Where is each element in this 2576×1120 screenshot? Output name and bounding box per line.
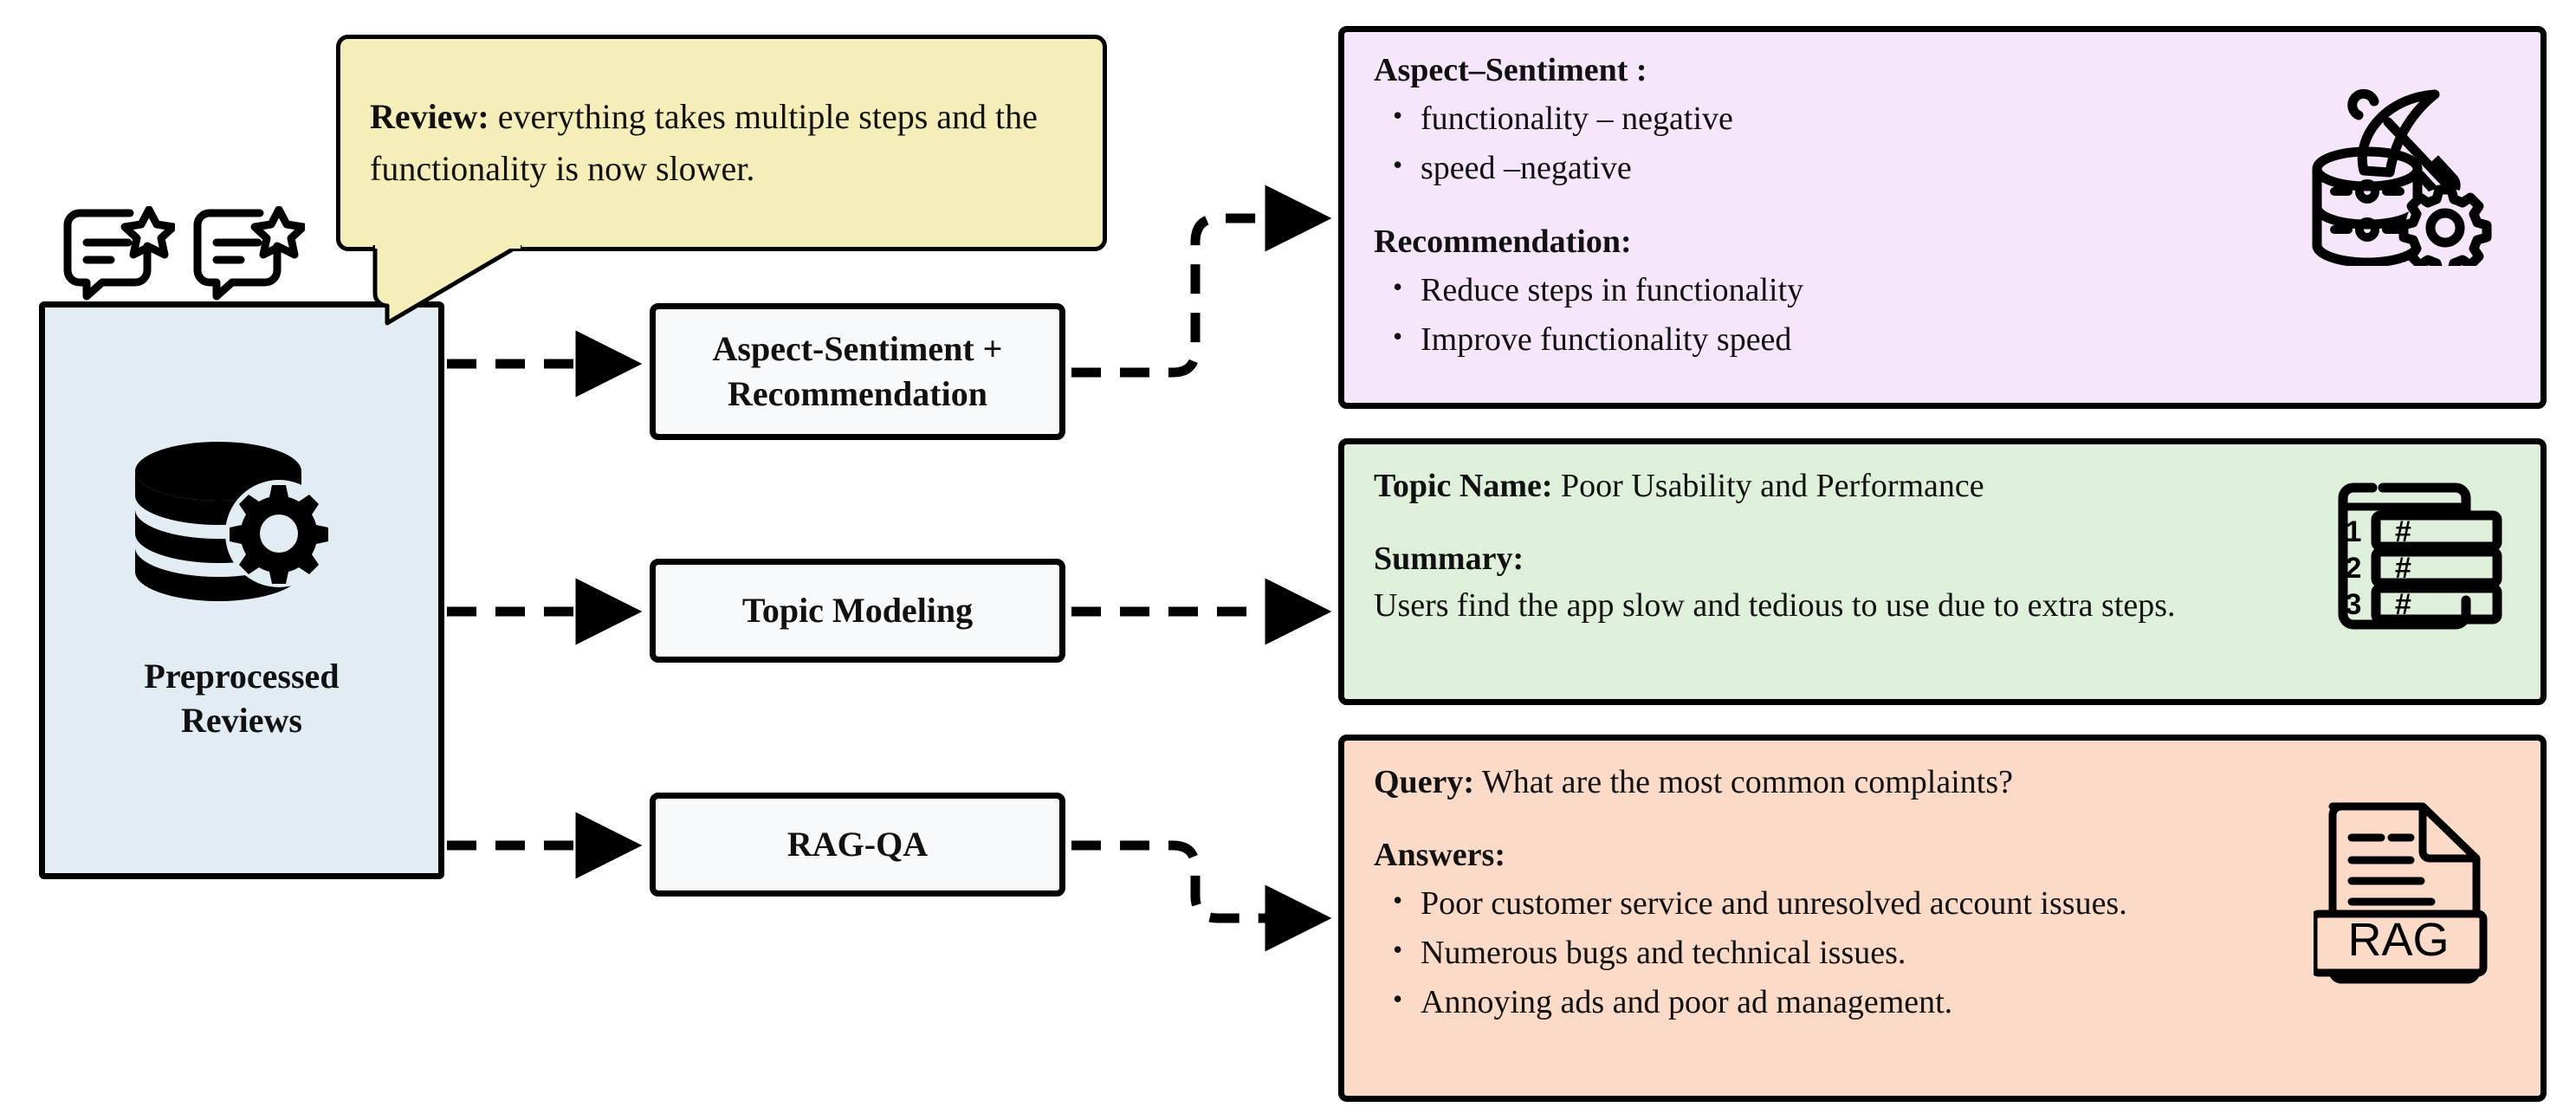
- output-panel-topic-modeling: Topic Name: Poor Usability and Performan…: [1338, 438, 2547, 705]
- review-bubble-body: Review: everything takes multiple steps …: [336, 35, 1107, 251]
- aspect-sentiment-list: functionality – negative speed –negative: [1386, 94, 2511, 193]
- review-bubble-text: Review: everything takes multiple steps …: [340, 91, 1103, 195]
- ranked-topic-list-icon: 1 2 3 # # #: [2338, 482, 2502, 630]
- review-speech-bubble: Review: everything takes multiple steps …: [336, 35, 1107, 326]
- review-star-bubble-icon: [63, 206, 175, 301]
- database-gear-icon: [135, 441, 333, 601]
- list-item: Annoying ads and poor ad management.: [1393, 978, 2511, 1027]
- recommendation-list: Reduce steps in functionality Improve fu…: [1386, 266, 2511, 365]
- process-label-line2: Recommendation: [728, 374, 987, 413]
- list-item: speed –negative: [1393, 144, 2511, 193]
- preprocessed-reviews-box[interactable]: Preprocessed Reviews: [39, 301, 444, 879]
- source-label-line2: Reviews: [181, 701, 302, 740]
- list-item: functionality – negative: [1393, 94, 2511, 144]
- answers-list: Poor customer service and unresolved acc…: [1386, 879, 2511, 1027]
- process-topic-modeling[interactable]: Topic Modeling: [650, 559, 1065, 663]
- topic-name-value: Poor Usability and Performance: [1552, 468, 1984, 504]
- rag-document-icon: RAG: [2314, 802, 2488, 984]
- hash-icon: #: [2395, 588, 2411, 621]
- review-star-bubble-icon: [193, 206, 305, 301]
- review-bubble-content: everything takes multiple steps and the …: [370, 97, 1038, 188]
- query-value: What are the most common complaints?: [1474, 764, 2013, 800]
- data-mining-pickaxe-icon: [2312, 88, 2492, 266]
- output-panel-aspect-sentiment: Aspect–Sentiment : functionality – negat…: [1338, 26, 2547, 409]
- output-panel-rag-qa: Query: What are the most common complain…: [1338, 735, 2547, 1102]
- topic-name-row: Topic Name: Poor Usability and Performan…: [1374, 463, 2511, 510]
- rag-icon-label: RAG: [2347, 914, 2449, 966]
- source-label: Preprocessed Reviews: [144, 654, 339, 742]
- speech-bubble-tail: [372, 245, 522, 326]
- recommendation-heading: Recommendation:: [1374, 223, 1632, 260]
- connector-ragqa-to-panel: [1071, 840, 1332, 952]
- aspect-heading: Aspect–Sentiment :: [1374, 52, 1647, 88]
- process-rag-qa[interactable]: RAG-QA: [650, 793, 1065, 897]
- topic-rank-2: 2: [2346, 552, 2362, 585]
- topic-rank-3: 3: [2346, 588, 2362, 621]
- process-label-line1: RAG-QA: [786, 825, 929, 864]
- list-item: Numerous bugs and technical issues.: [1393, 929, 2511, 978]
- review-bubble-prefix: Review:: [370, 97, 489, 136]
- process-label-line1: Topic Modeling: [741, 591, 974, 630]
- list-item: Poor customer service and unresolved acc…: [1393, 879, 2511, 929]
- query-label: Query:: [1374, 764, 1475, 800]
- hash-icon: #: [2395, 515, 2411, 548]
- summary-heading: Summary:: [1374, 540, 1524, 577]
- review-icons-group: [61, 201, 312, 303]
- source-label-line1: Preprocessed: [144, 656, 340, 696]
- process-aspect-sentiment-recommendation[interactable]: Aspect-Sentiment + Recommendation: [650, 303, 1065, 440]
- process-label-line1: Aspect-Sentiment +: [712, 329, 1003, 368]
- hash-icon: #: [2395, 552, 2411, 585]
- answers-heading: Answers:: [1374, 836, 1505, 873]
- list-item: Improve functionality speed: [1393, 315, 2511, 365]
- list-item: Reduce steps in functionality: [1393, 266, 2511, 315]
- summary-text: Users find the app slow and tedious to u…: [1374, 586, 2176, 624]
- topic-rank-1: 1: [2346, 515, 2362, 548]
- query-row: Query: What are the most common complain…: [1374, 760, 2511, 806]
- connector-aspect-to-panel: [1071, 185, 1332, 378]
- topic-name-label: Topic Name:: [1374, 468, 1553, 504]
